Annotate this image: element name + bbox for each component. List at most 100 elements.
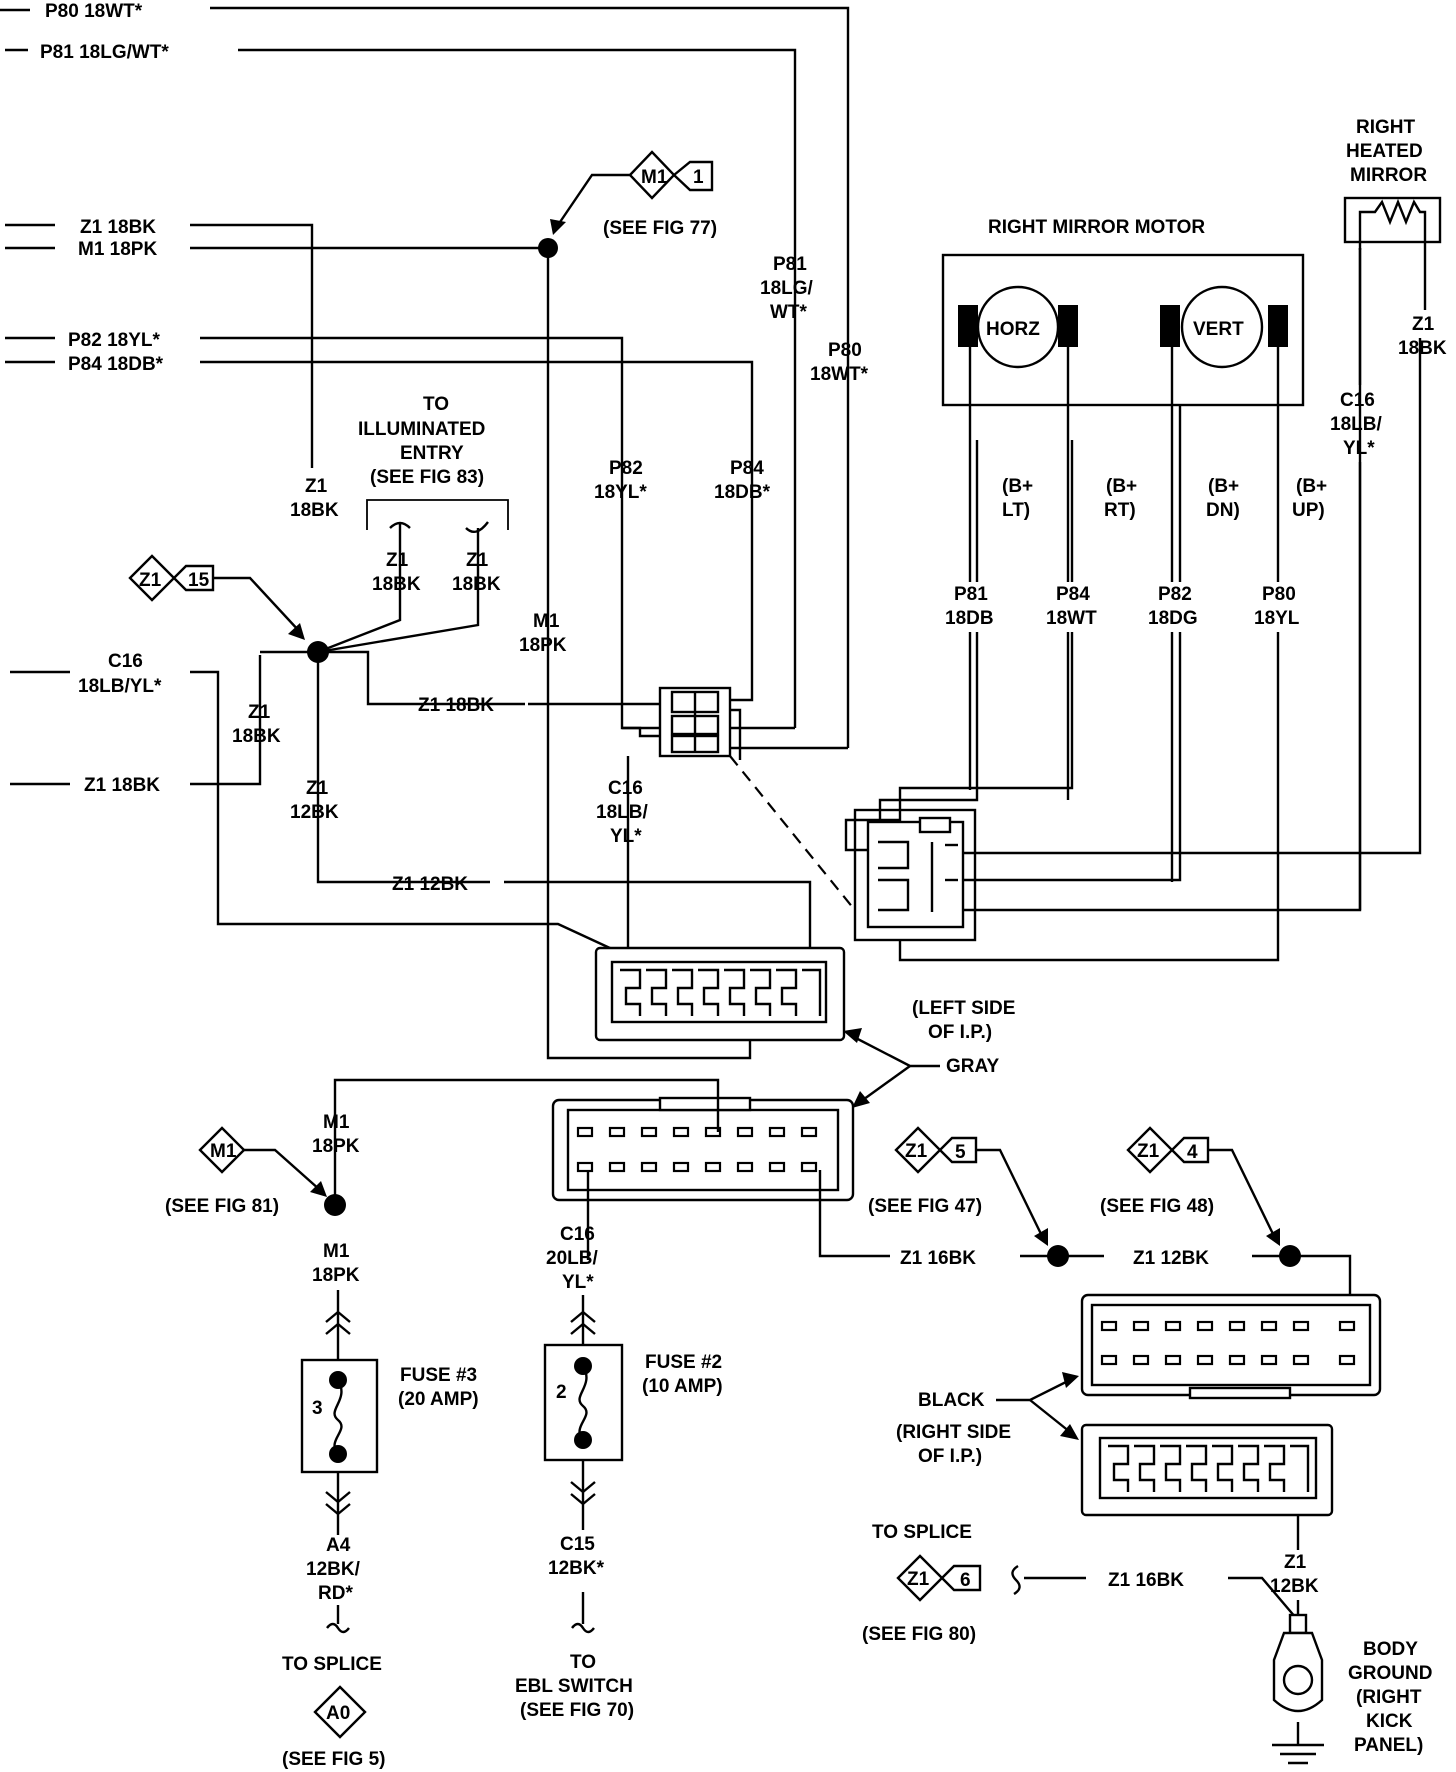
b-lt-a: (B+: [1002, 476, 1033, 497]
z1-12bk-label-a: Z1: [306, 778, 329, 799]
p80-label-b: 18WT*: [810, 364, 869, 385]
wire-label-m1: M1 18PK: [78, 239, 157, 260]
illuminated-entry-l3: ENTRY: [400, 443, 464, 464]
fuse3-l2: (20 AMP): [398, 1389, 479, 1410]
c16-label-b: 18LB/: [596, 802, 648, 823]
b-dn-b: DN): [1206, 500, 1240, 521]
splice-a0-note: (SEE FIG 5): [282, 1749, 385, 1770]
motor-p81-a: P81: [954, 584, 988, 605]
center-wire-labels: M1 18PK P82 18YL* P84 18DB* P81 18LG/ WT…: [519, 254, 869, 847]
vert-label: VERT: [1193, 319, 1244, 340]
a4-a: A4: [326, 1535, 351, 1556]
motor-p82-b: 18DG: [1148, 608, 1198, 629]
ip-left-b: OF I.P.): [928, 1022, 992, 1043]
ebl-a: TO: [570, 1652, 596, 1673]
c15-a: C15: [560, 1534, 595, 1555]
ebl-c: (SEE FIG 70): [520, 1700, 634, 1721]
p82-label-a: P82: [609, 458, 643, 479]
wire-label-p84: P84 18DB*: [68, 354, 164, 375]
splice-a0-title: TO SPLICE: [282, 1654, 382, 1675]
horz-label: HORZ: [986, 319, 1040, 340]
m1-bottom-note: (SEE FIG 81): [165, 1196, 279, 1217]
ip-right-a: (RIGHT SIDE: [896, 1422, 1011, 1443]
fuse-3-circuit: M1 18PK M1 (SEE FIG 81) M1 18PK 3 FUSE #…: [165, 1112, 479, 1770]
splice-z1-6-title: TO SPLICE: [872, 1522, 972, 1543]
right-z1-b: 12BK: [1270, 1576, 1319, 1597]
z1-4-pin: 4: [1187, 1142, 1198, 1163]
splice-z1-6-note: (SEE FIG 80): [862, 1624, 976, 1645]
z1-h-18bk-label: Z1 18BK: [418, 695, 494, 716]
z1-il-left-b: 18BK: [372, 574, 421, 595]
z1-splice: Z1 15 Z1 18BK TO ILLUMINATED ENTRY (SEE …: [128, 394, 812, 955]
m1-bottom-code: M1: [210, 1141, 237, 1162]
fuse3-num: 3: [312, 1398, 323, 1419]
left-wire-entries: P80 18WT* P81 18LG/WT* Z1 18BK M1 18PK P…: [0, 1, 850, 1060]
m1-ref-pin: 1: [693, 167, 704, 188]
m1-label-b: 18PK: [519, 635, 567, 656]
z1-bottom-refs: Z1 5 (SEE FIG 47) Z1 4 (SEE FIG 48) Z1 1…: [868, 1126, 1352, 1322]
z1-18bk-label-b: 18BK: [290, 500, 339, 521]
m1-connector-ref: M1 1 (SEE FIG 77): [538, 150, 717, 258]
ip-right-color: BLACK: [918, 1390, 985, 1411]
z1-12bk-label-b: 12BK: [290, 802, 339, 823]
wire-label-c16-b: 18LB/YL*: [78, 676, 162, 697]
p84-label-b: 18DB*: [714, 482, 771, 503]
m1-bottom-bot-a: M1: [323, 1241, 350, 1262]
m1-label-a: M1: [533, 611, 560, 632]
illuminated-entry-l2: ILLUMINATED: [358, 419, 485, 440]
splice-z1-6-code: Z1: [907, 1569, 930, 1590]
ebl-b: EBL SWITCH: [515, 1676, 633, 1697]
z1-4-code: Z1: [1137, 1141, 1160, 1162]
right-z1-a: Z1: [1284, 1552, 1307, 1573]
p81-label-c: WT*: [770, 302, 808, 323]
a4-c: RD*: [318, 1583, 353, 1604]
motor-p84-b: 18WT: [1046, 608, 1097, 629]
heated-mirror-l3: MIRROR: [1350, 165, 1427, 186]
c15-b: 12BK*: [548, 1558, 605, 1579]
bottom-z1-12bk: Z1 12BK: [1133, 1248, 1209, 1269]
z1-left-label-b: 18BK: [232, 726, 281, 747]
motor-p81-b: 18DB: [945, 608, 994, 629]
z1-5-note: (SEE FIG 47): [868, 1196, 982, 1217]
heated-mirror-l1: RIGHT: [1356, 117, 1416, 138]
m1-bottom-top-b: 18PK: [312, 1136, 360, 1157]
a4-b: 12BK/: [306, 1559, 361, 1580]
z1-18bk-label-a: Z1: [305, 476, 328, 497]
p84-label-a: P84: [730, 458, 764, 479]
z1-il-right-a: Z1: [466, 550, 489, 571]
bottom-z1-16bk: Z1 16BK: [900, 1248, 976, 1269]
ip-left-color: GRAY: [946, 1056, 999, 1077]
z1-5-code: Z1: [905, 1141, 928, 1162]
z1-4-note: (SEE FIG 48): [1100, 1196, 1214, 1217]
heated-mirror-l2: HEATED: [1346, 141, 1423, 162]
b-dn-a: (B+: [1208, 476, 1239, 497]
z1-15-pin: 15: [188, 570, 210, 591]
fuse2-num: 2: [556, 1382, 567, 1403]
right-ip-connectors: BLACK (RIGHT SIDE OF I.P.) Z1 12BK: [896, 1293, 1382, 1597]
m1-ref-code: M1: [641, 167, 668, 188]
mirror-motor-title: RIGHT MIRROR MOTOR: [988, 217, 1205, 238]
motor-wire-labels: P81 18DB P84 18WT P82 18DG P80 18YL: [945, 582, 1304, 632]
fuse2-l1: FUSE #2: [645, 1352, 722, 1373]
wire-label-z1: Z1 18BK: [80, 217, 156, 238]
z1-left-label-a: Z1: [248, 702, 271, 723]
c16-bottom-c: YL*: [562, 1272, 594, 1293]
body-ground-a: BODY: [1363, 1639, 1418, 1660]
right-c16-b: 18LB/: [1330, 414, 1382, 435]
c16-label-c: YL*: [610, 826, 642, 847]
z1-il-right-b: 18BK: [452, 574, 501, 595]
fuse-2-circuit: C16 20LB/ YL* 2 FUSE #2 (10 AMP) C15 12B…: [515, 1224, 723, 1721]
heated-z1-b: 18BK: [1398, 338, 1447, 359]
splice-z1-6-pin: 6: [960, 1570, 971, 1591]
mirror-harness-connector: [620, 456, 876, 955]
ip-right-b: OF I.P.): [918, 1446, 982, 1467]
left-ip-connectors: (LEFT SIDE OF I.P.) GRAY: [333, 946, 1015, 1260]
b-lt-b: LT): [1002, 500, 1030, 521]
z1-15-code: Z1: [139, 570, 162, 591]
wire-label-p82: P82 18YL*: [68, 330, 160, 351]
m1-ref-note: (SEE FIG 77): [603, 218, 717, 239]
right-c16-a: C16: [1340, 390, 1375, 411]
motor-p82-a: P82: [1158, 584, 1192, 605]
m1-bottom-top-a: M1: [323, 1112, 350, 1133]
